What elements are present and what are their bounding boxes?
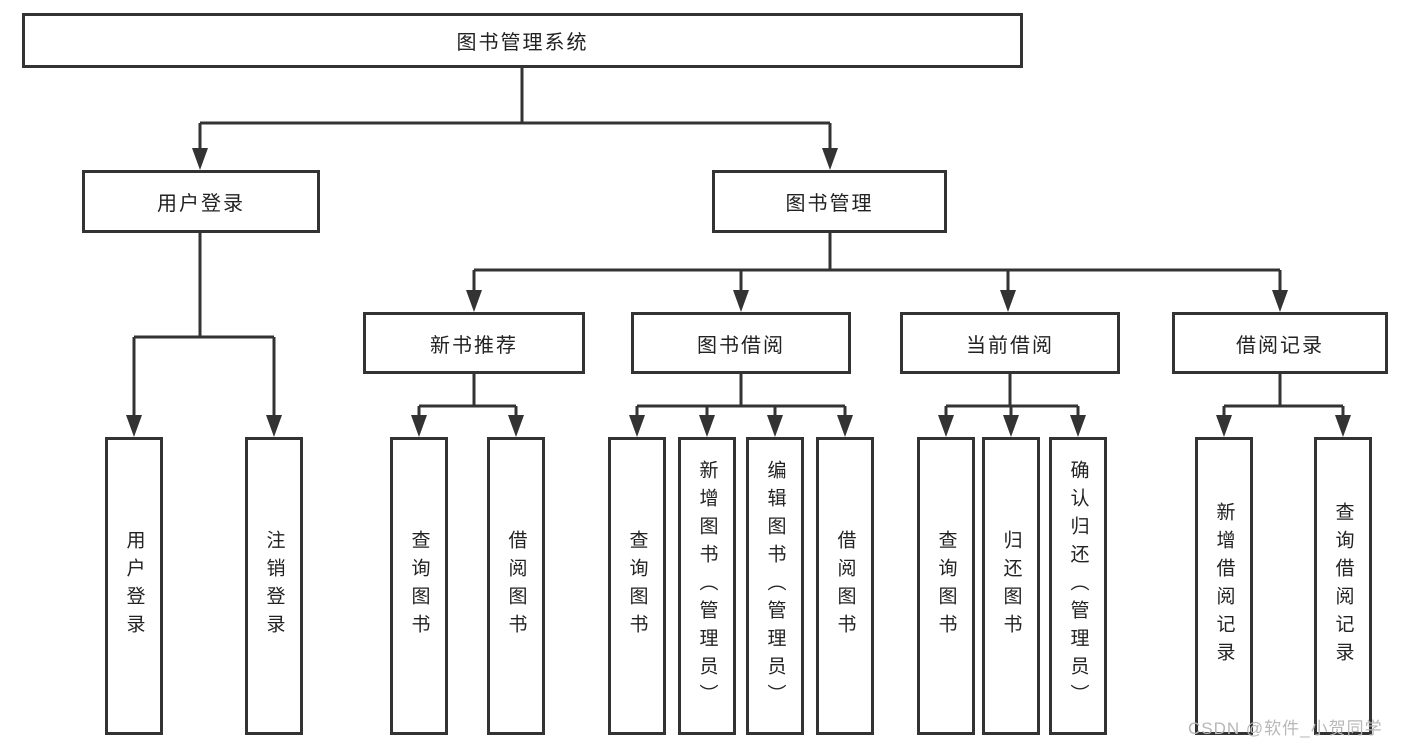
node-recommend-query-book: 查询图书 [390, 437, 448, 735]
node-current-query-book: 查询图书 [917, 437, 975, 735]
node-borrow-query-book: 查询图书 [608, 437, 666, 735]
arrowheads [126, 148, 1351, 437]
node-borrow-records: 借阅记录 [1172, 312, 1388, 374]
node-new-book-recommend: 新书推荐 [363, 312, 585, 374]
node-root: 图书管理系统 [22, 13, 1023, 68]
node-leaf-logout: 注销登录 [245, 437, 303, 735]
node-borrow-edit-book-admin: 编辑图书（管理员） [746, 437, 804, 735]
node-records-query-record: 查询借阅记录 [1314, 437, 1372, 735]
node-book-management: 图书管理 [712, 170, 947, 233]
node-records-add-record: 新增借阅记录 [1195, 437, 1253, 735]
node-current-borrow: 当前借阅 [900, 312, 1120, 374]
node-borrow-add-book-admin: 新增图书（管理员） [678, 437, 736, 735]
node-recommend-borrow-book: 借阅图书 [487, 437, 545, 735]
csdn-watermark: CSDN @软件_小贺同学 [1188, 719, 1383, 738]
node-user-login: 用户登录 [82, 170, 320, 233]
node-leaf-user-login: 用户登录 [105, 437, 163, 735]
node-borrow-borrow-book: 借阅图书 [816, 437, 874, 735]
node-book-borrow: 图书借阅 [631, 312, 851, 374]
node-current-confirm-return-admin: 确认归还（管理员） [1049, 437, 1107, 735]
node-current-return-book: 归还图书 [982, 437, 1040, 735]
